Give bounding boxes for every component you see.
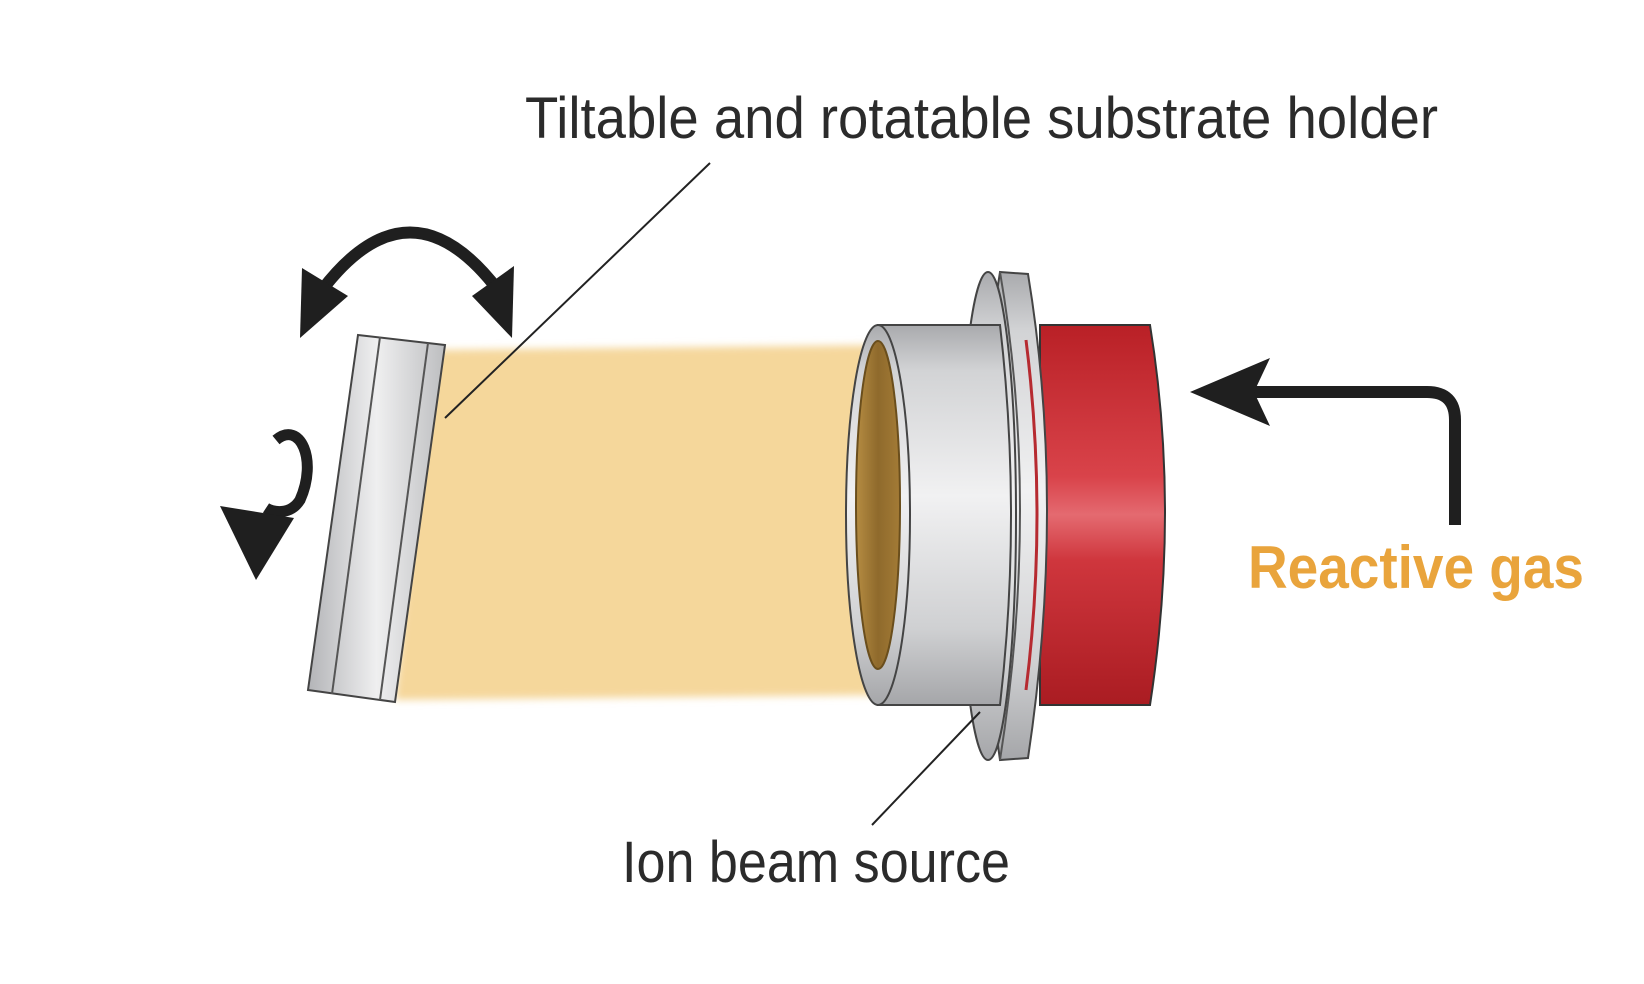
- substrate-holder-label: Tiltable and rotatable substrate holder: [525, 86, 1438, 151]
- source-aperture: [855, 340, 901, 670]
- gas-feed-arrow-icon: [1190, 358, 1461, 525]
- tilt-arrow-icon: [300, 226, 514, 338]
- ion-source: [845, 270, 1166, 762]
- ion-source-leader: [871, 711, 981, 826]
- substrate-holder-leader: [444, 162, 711, 419]
- ion-beam: [395, 345, 880, 700]
- rotate-arrow-icon: [220, 429, 313, 580]
- substrate-holder: [306, 333, 447, 704]
- reactive-gas-label: Reactive gas: [1248, 534, 1584, 601]
- ion-source-label: Ion beam source: [622, 830, 1010, 895]
